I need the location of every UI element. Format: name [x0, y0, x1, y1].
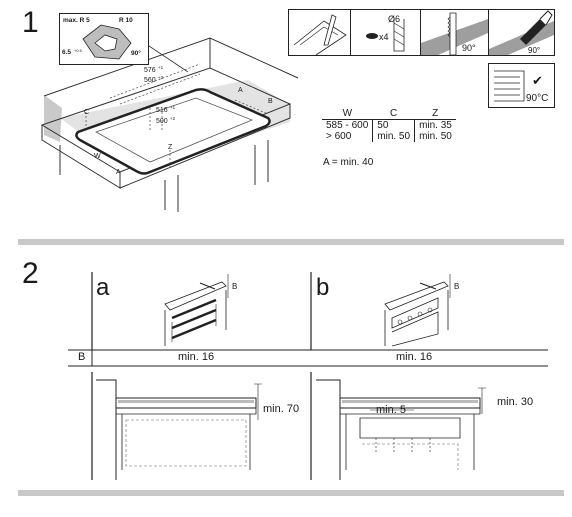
- label-a-top: A: [238, 87, 243, 94]
- variant-b-b-label: B: [454, 282, 460, 291]
- table-cell: min. 35: [414, 119, 456, 131]
- dimension-table: W C Z 585 - 600 50 min. 35 > 600 min. 50…: [322, 108, 456, 142]
- table-row: 585 - 600 50 min. 35: [322, 119, 456, 131]
- worktop-cutout-drawing: 576 +1 560 +2 516 +1 500 +2 A B C W Z A: [40, 37, 299, 212]
- label-b: B: [268, 98, 273, 105]
- section-divider: [18, 239, 564, 245]
- label-w: W: [94, 153, 101, 160]
- temperature-value: 90°C: [526, 93, 548, 104]
- drill-count: x4: [379, 32, 389, 42]
- row-b-label: B: [78, 351, 86, 363]
- section-divider: [18, 490, 564, 496]
- drill-diameter: Ø6: [388, 14, 400, 24]
- dim-500: 500: [156, 118, 168, 125]
- tool-panels: Ø6 x4 90° 90° ✔ 90°C: [288, 9, 555, 108]
- variant-a-section-drawing: [96, 379, 262, 480]
- worktop-side: [119, 104, 291, 189]
- table-header-w: W: [322, 108, 373, 120]
- variant-a-letter: a: [96, 274, 110, 301]
- variant-a-min-70: min. 70: [263, 403, 300, 415]
- drilling-panel: Ø6 x4: [350, 9, 421, 56]
- table-header-c: C: [372, 108, 415, 120]
- dim-516-tol: +1: [170, 105, 176, 110]
- seal-panel: 90°: [488, 9, 555, 56]
- table-cell: 585 - 600: [326, 120, 369, 131]
- wall-shading: [44, 95, 62, 142]
- dim-500-tol: +2: [170, 116, 176, 121]
- label-a-front: A: [116, 169, 121, 176]
- dim-516: 516: [156, 107, 168, 114]
- label-c: C: [84, 109, 89, 116]
- table-cell: 50: [372, 119, 415, 131]
- variant-a-b-label: B: [232, 282, 238, 291]
- variant-b-min-5: min. 5: [376, 404, 406, 416]
- variant-b-letter: b: [316, 274, 330, 301]
- inset-radius-max: max. R 5: [63, 17, 90, 24]
- saw-panel: 90°: [420, 9, 489, 56]
- variant-a-drawers-drawing: [164, 274, 229, 346]
- table-cell: min. 50: [414, 131, 456, 142]
- step-number-2: 2: [22, 257, 39, 290]
- dim-576: 576: [144, 67, 156, 74]
- temperature-panel: ✔ 90°C: [488, 63, 555, 108]
- inset-angle: 90°: [131, 49, 141, 57]
- cabinet-legs: [59, 140, 269, 212]
- dimension-lines: [85, 63, 269, 170]
- inset-depth-tol: +0.5: [74, 48, 83, 53]
- dim-576-tol: +1: [158, 65, 164, 70]
- table-row: > 600 min. 50 min. 50: [322, 131, 456, 142]
- worktop-front: [41, 125, 121, 189]
- label-z: Z: [168, 144, 173, 151]
- variant-b-oven-drawing: [384, 274, 451, 347]
- clearance-note: A = min. 40: [323, 157, 374, 168]
- variant-a-min-16: min. 16: [178, 351, 215, 363]
- table-cell: min. 50: [372, 131, 415, 142]
- table-header-z: Z: [414, 108, 456, 120]
- table-cell: > 600: [326, 131, 352, 142]
- variant-b-min-16: min. 16: [396, 351, 433, 363]
- dim-560-tol: +2: [158, 75, 164, 80]
- hob-cutout: [75, 88, 271, 175]
- inset-radius: R 10: [119, 17, 133, 24]
- saw-angle: 90°: [462, 43, 476, 53]
- seal-angle: 90°: [528, 46, 540, 55]
- check-mark: ✔: [532, 73, 543, 88]
- step-number-1: 1: [22, 6, 39, 39]
- marking-panel: [288, 9, 351, 56]
- hob-cutout-inner: [95, 97, 254, 163]
- variant-b-min-30: min. 30: [497, 396, 534, 408]
- edge-detail-inset: max. R 5 R 10 6.5 +0.5 90°: [59, 13, 149, 65]
- variant-b-section-drawing: [316, 379, 486, 480]
- inset-depth: 6.5: [62, 49, 71, 56]
- dim-560: 560: [144, 77, 156, 84]
